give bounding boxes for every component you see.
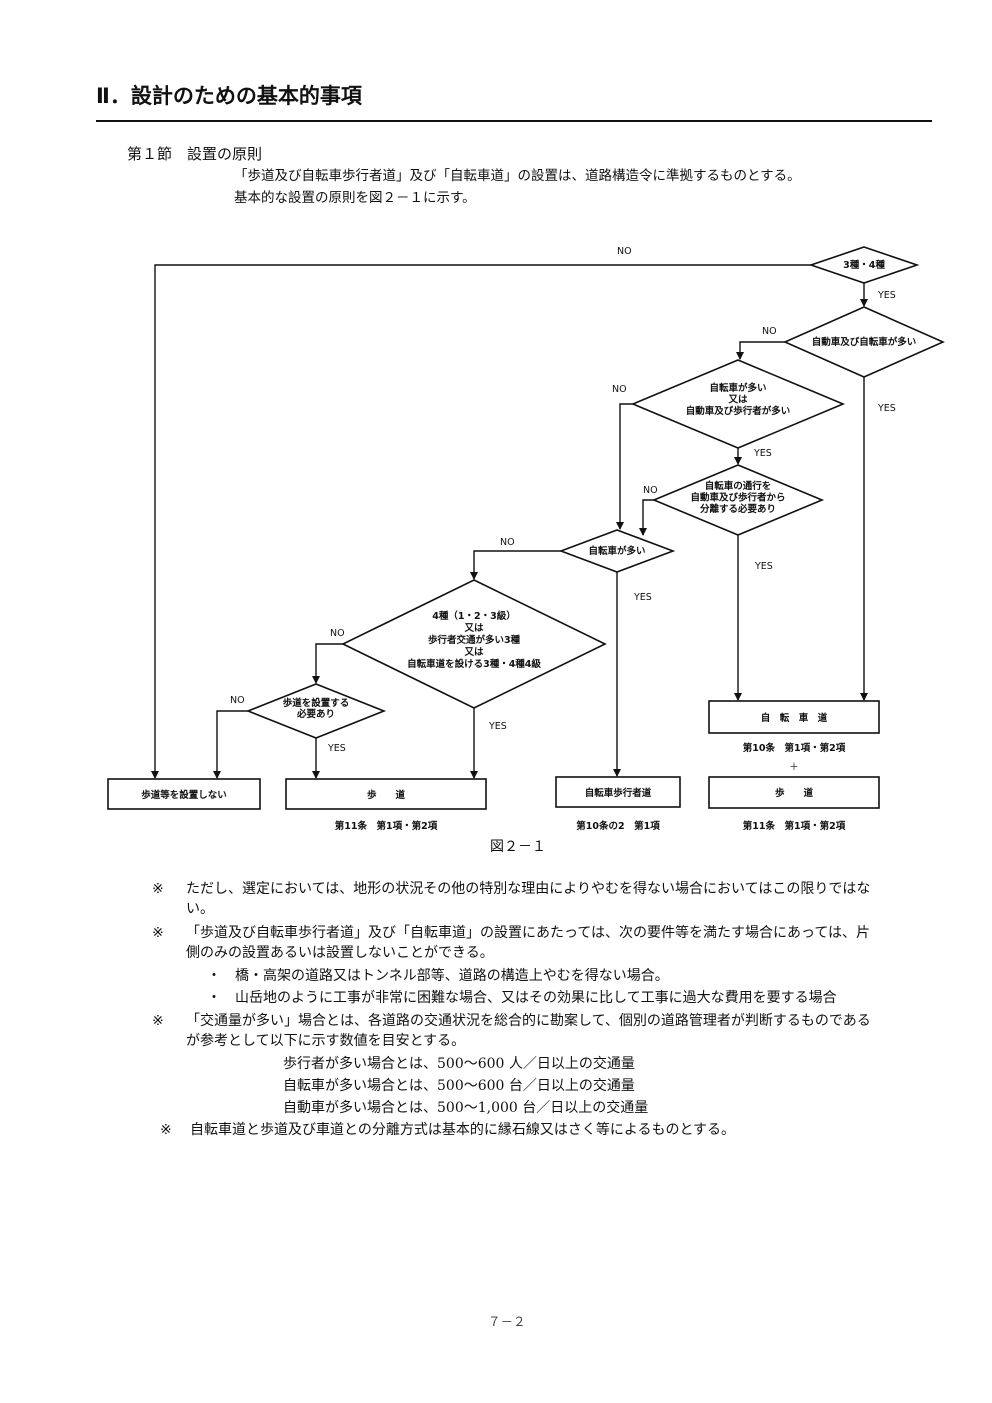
yes-label: YES [877,403,896,414]
section-title: Ⅱ．設計のための基本的事項 [96,84,362,108]
decision-text-d6: 又は [463,623,484,634]
connector [470,550,561,580]
note-1-line-2: い。 [186,901,214,917]
title-rule [96,120,932,122]
no-label: NO [330,628,345,639]
article-ref-cycle-ped: 第10条の2 第1項 [576,820,660,832]
page-number: ７－２ [488,1314,526,1329]
yes-label: YES [877,290,896,301]
connector [151,264,811,779]
no-label: NO [612,384,627,395]
yes-label: YES [633,592,652,603]
result-text-none: 歩道等を設置しない [141,789,227,801]
result-box [708,776,880,809]
note-2-line-1: 「歩道及び自転車歩行者道」及び「自転車道」の設置にあたっては、次の要件等を満たす… [186,925,871,941]
connector [639,499,654,536]
decision-text-d3: 自転車が多い [709,382,766,394]
yes-label: YES [754,561,773,572]
bullet-1: ・ 橋・高架の道路又はトンネル部等、道路の構造上やむを得ない場合。 [207,968,669,984]
threshold-car: 自動車が多い場合とは、500～1,000 台／日以上の交通量 [283,1100,649,1116]
note-mark: ※ [152,881,164,897]
result-text-sidewalk: 歩 道 [367,789,406,801]
figure-caption: 図２－１ [490,839,546,855]
decision-text-d3: 自動車及び歩行者が多い [686,405,791,417]
threshold-pedestrian: 歩行者が多い場合とは、500～600 人／日以上の交通量 [283,1056,635,1072]
article-ref-sidewalk: 第11条 第1項・第2項 [335,820,438,832]
bullet-2: ・ 山岳地のように工事が非常に困難な場合、又はその効果に比して工事に過大な費用を… [207,990,837,1006]
yes-label: YES [488,721,507,732]
decision-text-d6: 自転車道を設ける3種・4種4級 [407,658,541,670]
decision-text-d5: 自転車が多い [588,545,645,557]
decision-text-d4: 自転車の通行を [705,480,772,492]
decision-text-d1: 3種・4種 [843,259,885,271]
note-2-line-2: 側のみの設置あるいは設置しないことができる。 [186,945,494,961]
note-mark: ※ [152,925,164,941]
result-box [555,776,681,808]
decision-text-d4: 自動車及び歩行者から [690,492,785,504]
article-ref-sidewalk2: 第11条 第1項・第2項 [743,820,846,832]
note-4: 自転車道と歩道及び車道との分離方式は基本的に縁石線又はさく等によるものとする。 [190,1122,736,1138]
decision-text-d4: 分離する必要あり [700,503,776,515]
decision-text-d6: 又は [463,647,484,658]
connector [312,643,343,684]
connector [736,341,785,360]
note-mark: ※ [152,1013,164,1029]
decision-text-d7: 歩道を設置する [283,697,350,709]
intro-line-1: 「歩道及び自転車歩行者道」及び「自転車道」の設置は、道路構造令に準拠するものとす… [234,168,801,184]
decision-text-d6: 歩行者交通が多い3種 [428,634,521,646]
note-mark: ※ [160,1122,172,1138]
yes-label: YES [753,448,772,459]
no-label: NO [230,695,245,706]
note-3-line-2: が参考として以下に示す数値を目安とする。 [186,1033,466,1049]
connector [616,403,633,530]
result-box [107,778,261,810]
decision-text-d6: 4種（1・2・3級） [432,610,515,622]
result-text-cycle: 自 転 車 道 [761,712,828,724]
yes-label: YES [327,743,346,754]
no-label: NO [762,326,777,337]
intro-line-2: 基本的な設置の原則を図２－１に示す。 [234,190,476,206]
subsection-title: 第１節 設置の原則 [127,145,263,163]
note-3-line-1: 「交通量が多い」場合とは、各道路の交通状況を総合的に勘案して、個別の道路管理者が… [186,1013,871,1029]
decision-text-d3: 又は [727,395,748,406]
threshold-bicycle: 自転車が多い場合とは、500～600 台／日以上の交通量 [283,1078,635,1094]
no-label: NO [617,246,632,257]
article-ref-cycle: 第10条 第1項・第2項 [743,742,846,754]
no-label: NO [643,485,658,496]
result-box [708,700,880,734]
decision-text-d2: 自動車及び自転車が多い [812,336,917,348]
note-1-line-1: ただし、選定においては、地形の状況その他の特別な理由によりやむを得ない場合におい… [186,881,871,897]
result-box [285,778,487,810]
connector [213,710,248,779]
no-label: NO [500,537,515,548]
result-text-sidewalk2: 歩 道 [775,787,814,799]
plus-sign: ＋ [789,762,799,773]
decision-text-d7: 必要あり [296,708,335,720]
result-text-cycle-ped: 自転車歩行者道 [585,787,652,799]
